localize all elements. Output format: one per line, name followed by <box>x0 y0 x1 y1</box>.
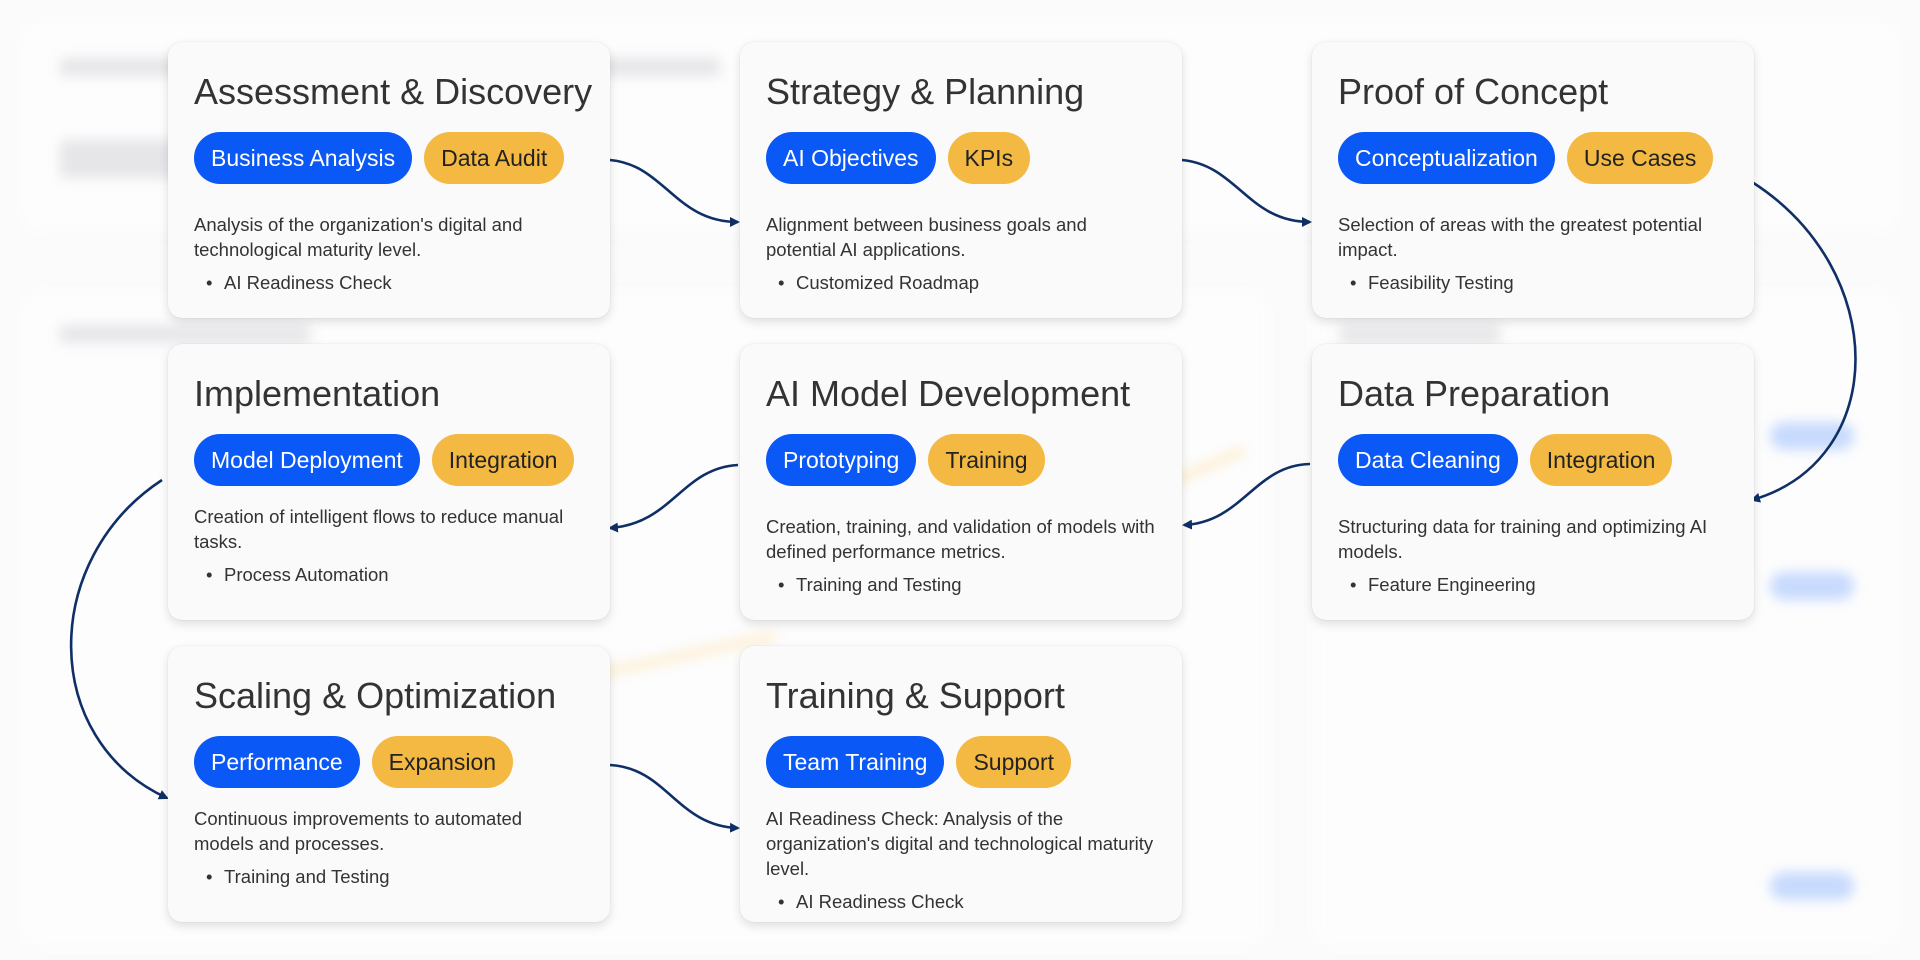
step-title: Proof of Concept <box>1338 71 1609 112</box>
bg-text-block <box>1340 325 1500 343</box>
arrow-strategy-to-poc <box>1181 158 1312 227</box>
arrow-scaling-to-training-support <box>609 763 740 833</box>
tag-primary: Model Deployment <box>194 434 420 486</box>
tag-secondary: KPIs <box>947 132 1031 184</box>
step-bullet-text: AI Readiness Check <box>796 891 964 912</box>
bg-text-block <box>600 58 720 76</box>
step-card-ai-model-development: AI Model Development Prototyping Trainin… <box>740 344 1182 620</box>
arrow-model-development-to-implementation <box>608 463 739 533</box>
step-title: Assessment & Discovery <box>194 71 593 112</box>
step-title: Implementation <box>194 373 441 414</box>
step-description: Analysis of the organization's digital a… <box>194 214 523 260</box>
step-description: Alignment between business goals and pot… <box>766 214 1087 260</box>
tag-primary: Conceptualization <box>1338 132 1555 184</box>
step-title: Strategy & Planning <box>766 71 1085 112</box>
tag-group: Performance Expansion <box>194 736 586 788</box>
step-bullet-text: Feature Engineering <box>1368 574 1536 595</box>
step-title: Data Preparation <box>1338 373 1611 414</box>
tag-group: AI Objectives KPIs <box>766 132 1158 184</box>
tag-secondary: Integration <box>1529 434 1673 486</box>
tag-primary: Data Cleaning <box>1338 434 1518 486</box>
tag-primary: Business Analysis <box>194 132 413 184</box>
step-card-assessment-discovery: Assessment & Discovery Business Analysis… <box>168 42 610 318</box>
step-card-training-support: Training & Support Team Training Support… <box>740 646 1182 922</box>
tag-secondary: Integration <box>431 434 575 486</box>
arrow-assessment-to-strategy <box>609 158 740 227</box>
step-card-scaling-optimization: Scaling & Optimization Performance Expan… <box>168 646 610 922</box>
step-bullet-text: Feasibility Testing <box>1368 272 1514 293</box>
step-description: Creation, training, and validation of mo… <box>766 516 1155 562</box>
tag-primary: AI Objectives <box>766 132 936 184</box>
tag-secondary: Data Audit <box>424 132 565 184</box>
step-bullet-text: Customized Roadmap <box>796 272 980 293</box>
step-title: AI Model Development <box>766 373 1131 414</box>
step-title: Scaling & Optimization <box>194 675 557 716</box>
step-card-proof-of-concept: Proof of Concept Conceptualization Use C… <box>1312 42 1754 318</box>
step-bullet-text: AI Readiness Check <box>224 272 392 293</box>
step-description: Structuring data for training and optimi… <box>1338 516 1708 562</box>
tag-secondary: Expansion <box>371 736 514 788</box>
arrow-implementation-to-scaling <box>69 478 169 800</box>
bg-text-block <box>60 325 310 343</box>
step-description: Continuous improvements to automated mod… <box>194 808 523 854</box>
step-description: Selection of areas with the greatest pot… <box>1338 214 1703 260</box>
step-description: Creation of intelligent flows to reduce … <box>194 506 564 552</box>
tag-secondary: Training <box>928 434 1045 486</box>
step-bullet: •Process Automation <box>206 564 389 585</box>
step-card-implementation: Implementation Model Deployment Integrat… <box>168 344 610 620</box>
tag-primary: Prototyping <box>766 434 917 486</box>
tag-group: Conceptualization Use Cases <box>1338 132 1730 184</box>
step-card-strategy-planning: Strategy & Planning AI Objectives KPIs A… <box>740 42 1182 318</box>
step-card-data-preparation: Data Preparation Data Cleaning Integrati… <box>1312 344 1754 620</box>
tag-primary: Team Training <box>766 736 945 788</box>
step-bullet-text: Training and Testing <box>796 574 962 595</box>
tag-group: Business Analysis Data Audit <box>194 132 586 184</box>
step-bullet: •Training and Testing <box>778 574 962 595</box>
arrow-data-preparation-to-model-development <box>1182 462 1311 530</box>
bg-badge <box>1770 872 1854 900</box>
step-description: AI Readiness Check: Analysis of the orga… <box>766 808 1154 879</box>
bg-text-block <box>60 58 180 76</box>
step-bullet-text: Process Automation <box>224 564 389 585</box>
tag-group: Prototyping Training <box>766 434 1158 486</box>
tag-secondary: Support <box>956 736 1072 788</box>
step-bullet: •Training and Testing <box>206 866 390 887</box>
arrow-poc-to-data-preparation <box>1750 180 1857 503</box>
tag-group: Team Training Support <box>766 736 1158 788</box>
step-bullet: •AI Readiness Check <box>778 891 964 912</box>
step-title: Training & Support <box>766 675 1065 716</box>
step-bullet: •Feature Engineering <box>1350 574 1536 595</box>
tag-group: Model Deployment Integration <box>194 434 586 486</box>
tag-group: Data Cleaning Integration <box>1338 434 1730 486</box>
step-bullet-text: Training and Testing <box>224 866 390 887</box>
bg-text-block <box>60 140 180 178</box>
tag-primary: Performance <box>194 736 360 788</box>
step-bullet: •Customized Roadmap <box>778 272 980 293</box>
step-bullet: •Feasibility Testing <box>1350 272 1514 293</box>
step-bullet: •AI Readiness Check <box>206 272 392 293</box>
bg-badge <box>1770 572 1854 600</box>
tag-secondary: Use Cases <box>1566 132 1714 184</box>
